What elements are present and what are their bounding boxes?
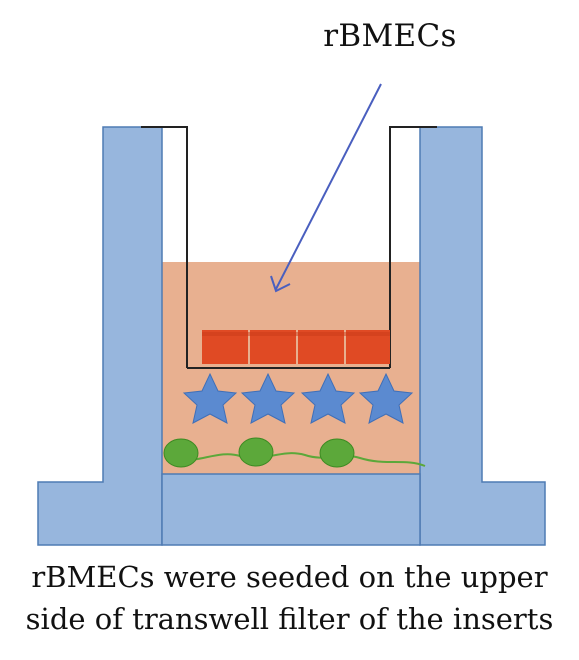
pericyte-row [163, 437, 355, 468]
well-bottom [161, 473, 421, 546]
rbmec-cell-layer [202, 330, 390, 364]
pericyte-process [164, 452, 426, 467]
well-right-wall [419, 126, 546, 546]
insert-wall-right [389, 126, 437, 368]
pericyte-cell [238, 437, 274, 467]
insert-wall-left [141, 126, 188, 368]
pointer-arrow-head [270, 275, 291, 293]
astrocyte-star [300, 372, 356, 424]
well-left-wall [37, 126, 163, 546]
pointer-arrow-line [275, 83, 382, 290]
astrocyte-star [240, 372, 296, 424]
pericyte-cell [163, 438, 199, 468]
astrocyte-star [358, 372, 414, 424]
transwell-diagram [37, 83, 546, 546]
figure-caption: rBMECs were seeded on the upper side of … [0, 556, 579, 640]
astrocyte-star [182, 372, 238, 424]
rbmec-label: rBMECs [323, 18, 457, 54]
astrocyte-row [182, 372, 414, 424]
caption-line-2: side of transwell filter of the inserts [25, 602, 554, 636]
pericyte-cell [319, 438, 355, 468]
caption-line-1: rBMECs were seeded on the upper [31, 560, 548, 594]
